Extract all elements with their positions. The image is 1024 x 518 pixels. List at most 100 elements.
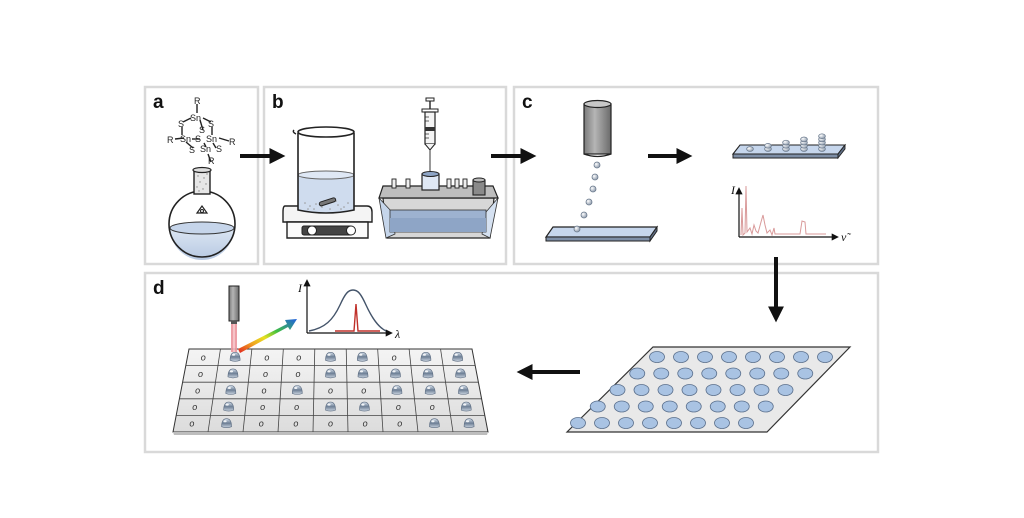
plate-spot — [673, 351, 689, 363]
plate-spot — [609, 384, 626, 396]
grid-cell-empty: o — [397, 419, 402, 429]
atom-r-bottom: R — [208, 156, 215, 166]
spectrum-d-broad — [308, 289, 387, 332]
grid-cell-droplet — [229, 351, 241, 362]
plate-spot — [594, 417, 610, 429]
grid-col-line — [207, 348, 221, 433]
spectrum-d-x-label: λ — [394, 327, 400, 341]
grid-cell-droplet — [463, 418, 475, 428]
grid-cell-droplet — [452, 351, 464, 362]
plate-spot — [697, 351, 713, 363]
spectrum-d-y-label: I — [297, 281, 303, 295]
grid-cell-droplet — [356, 351, 368, 362]
falling-droplets — [580, 161, 601, 219]
grid-cell-empty: o — [363, 419, 368, 429]
emission-arrow — [238, 319, 297, 353]
atom-sn-4: Sn — [200, 144, 211, 154]
plate-spot — [721, 351, 737, 363]
grid-col-line — [242, 348, 253, 433]
grid-col-line — [408, 348, 419, 433]
atom-sn-3: Sn — [206, 134, 217, 144]
laser-probe — [228, 285, 240, 352]
grid-cell-empty: o — [295, 369, 300, 379]
panel-label-c: c — [522, 92, 533, 113]
grid-cell-droplet — [357, 368, 369, 379]
droplet-stacks — [746, 133, 826, 152]
round-bottom-flask — [168, 166, 236, 260]
plate-spot — [817, 351, 833, 363]
beaker — [292, 126, 355, 214]
atom-r-top: R — [194, 96, 201, 106]
stack-droplet — [818, 133, 826, 139]
grid-col-line — [440, 348, 454, 433]
atom-s-5: S — [189, 145, 195, 155]
grid-cell-empty: o — [293, 419, 298, 429]
grid-col-line — [345, 348, 349, 433]
grid-cell-empty: o — [263, 369, 268, 379]
grid-cell-empty: o — [361, 386, 366, 396]
spectrum-c-x-label: ν̃ — [841, 230, 851, 244]
spectrum-c: I ν̃ — [730, 183, 851, 244]
atom-r-right: R — [229, 137, 236, 147]
grid-cell-empty: o — [198, 369, 203, 379]
grid-cell-empty: o — [195, 386, 200, 396]
spectrum-c-y-label: I — [730, 183, 736, 197]
plate-spot — [738, 417, 754, 429]
spectrum-d: I λ — [297, 279, 400, 341]
grid-cell-droplet — [429, 418, 440, 428]
plate-spot — [642, 417, 658, 429]
grid-cell-droplet — [325, 401, 336, 412]
inkjet-reservoir — [378, 171, 499, 239]
grid-col-line — [277, 348, 284, 433]
plate-spot — [714, 417, 730, 429]
spectrum-d-narrow — [335, 303, 380, 332]
plate-spot — [661, 400, 678, 413]
grid-cell-droplet — [221, 418, 232, 428]
plate-spot — [589, 400, 606, 413]
tin-sulfide-cluster — [174, 104, 230, 163]
stack-droplet — [782, 139, 790, 146]
plate-spot — [769, 351, 785, 363]
plate-spot — [629, 367, 646, 380]
stack-droplet — [764, 143, 772, 149]
plate-spot — [666, 417, 682, 429]
grid-cell-droplet — [325, 351, 336, 362]
grid-cell-empty: o — [296, 352, 301, 362]
plate-spot — [681, 384, 698, 396]
plate-spot — [613, 400, 630, 413]
grid-cell-droplet — [225, 385, 237, 395]
grid-cell-empty: o — [259, 419, 264, 429]
panel-label-d: d — [153, 278, 165, 299]
molecule-labels: R Sn S S S Sn S Sn R R S Sn S R — [167, 96, 236, 166]
grid-cell-droplet — [223, 401, 235, 412]
grid-cell-droplet — [390, 368, 401, 379]
grid-cell-droplet — [325, 368, 336, 379]
grid-cell-empty: o — [430, 402, 435, 412]
atom-s-3: S — [199, 125, 205, 135]
grid-cell-empty: o — [201, 352, 206, 362]
plate-spot — [570, 417, 586, 429]
plate-spot — [637, 400, 654, 413]
syringe — [421, 97, 439, 172]
atom-s-6: S — [216, 144, 222, 154]
droplet-stack-slide — [731, 133, 847, 160]
grid-cell-droplet — [424, 385, 436, 395]
plate-spot — [701, 367, 718, 380]
plate-spot — [657, 384, 674, 396]
plate-spot — [773, 367, 790, 380]
plate-spot — [753, 384, 770, 396]
grid-cell-empty: o — [189, 419, 194, 429]
panel-label-b: b — [272, 92, 284, 113]
grid-cell-droplet — [359, 401, 370, 412]
grid-cell-droplet — [460, 401, 472, 412]
plate-spot — [757, 400, 774, 413]
grid-cell-empty: o — [262, 386, 267, 396]
stack-droplet — [746, 146, 754, 152]
plate-spot — [749, 367, 766, 380]
atom-sn-2: Sn — [180, 134, 191, 144]
printed-plate — [565, 346, 852, 433]
plate-spot — [725, 367, 742, 380]
grid-col-line — [312, 348, 316, 433]
plate-spot — [745, 351, 761, 363]
